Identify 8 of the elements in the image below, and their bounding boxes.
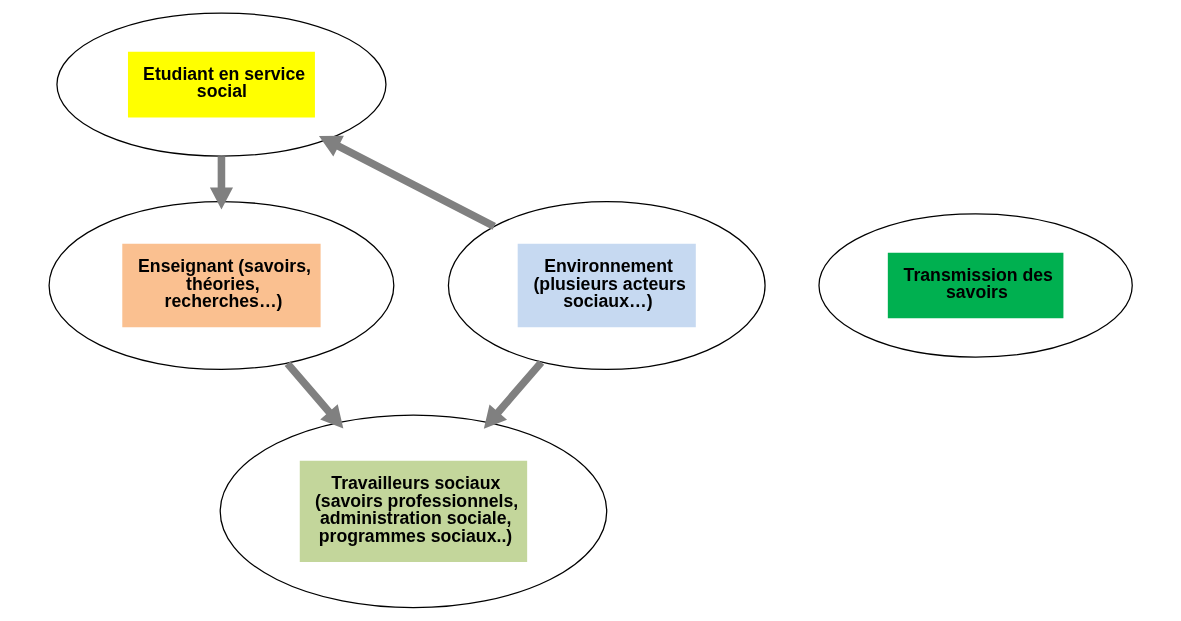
- node-ellipse: Travailleurs sociaux (savoirs professionnels, administration sociale, programmes sociaux..): [219, 414, 608, 609]
- node-ellipse: Enseignant (savoirs, théories, recherches…): [48, 200, 395, 371]
- arrow: [319, 135, 496, 230]
- arrow: [483, 359, 545, 429]
- node-ellipse: Environnement (plusieurs acteurs sociaux…): [447, 200, 766, 371]
- node-ellipse: Transmission des savoirs: [818, 213, 1133, 358]
- arrow: [284, 361, 344, 429]
- arrow: [209, 156, 234, 210]
